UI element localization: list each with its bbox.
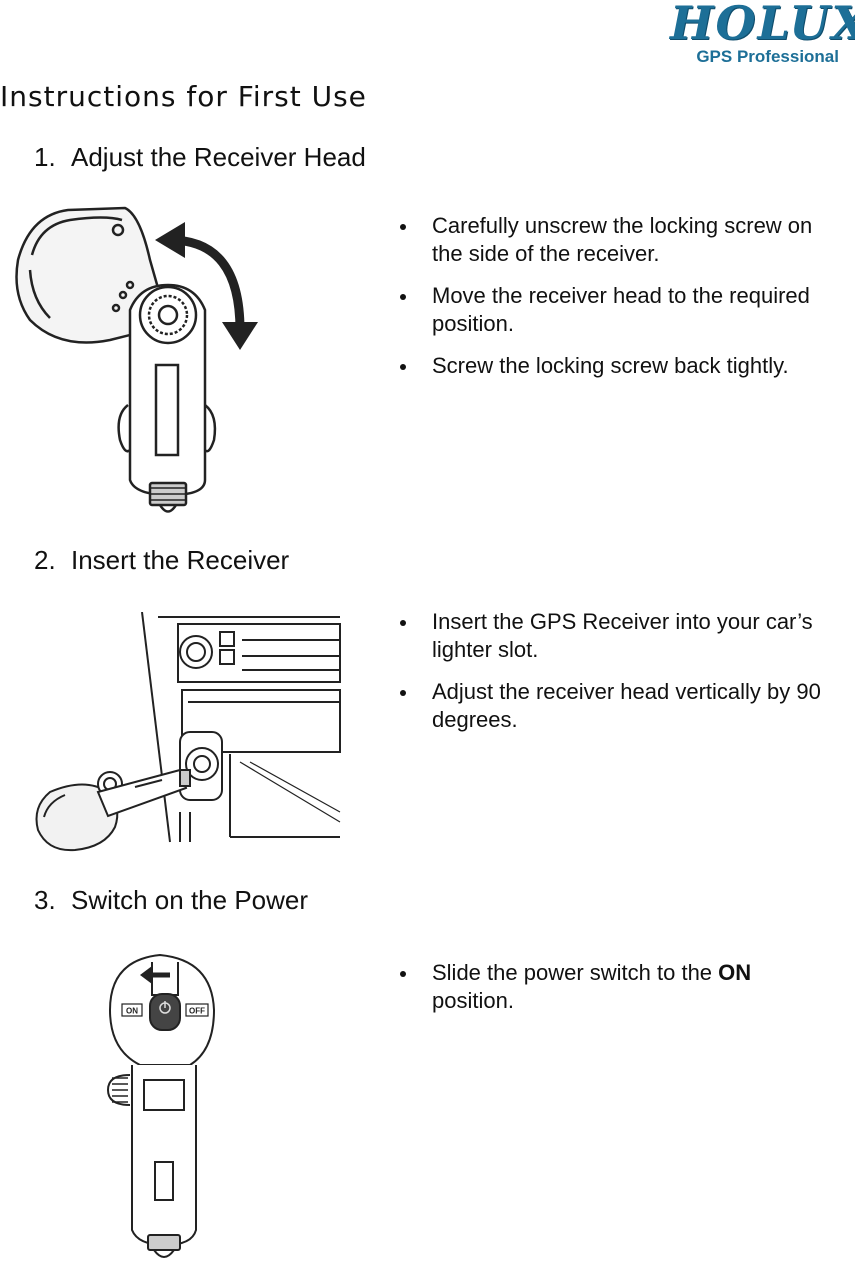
holux-logo: HOLUX GPS Professional <box>670 0 855 70</box>
section-heading-insert: 2. Insert the Receiver <box>34 545 289 576</box>
section-adjust-bullets: Carefully unscrew the locking screw on t… <box>392 212 837 394</box>
page-title: Instructions for First Use <box>0 80 367 113</box>
logo-tagline: GPS Professional <box>696 47 839 66</box>
section-title: Insert the Receiver <box>71 545 290 575</box>
section-number: 2. <box>34 545 56 575</box>
list-item: Screw the locking screw back tightly. <box>392 352 837 380</box>
list-item: Carefully unscrew the locking screw on t… <box>392 212 837 268</box>
bullet-text: position. <box>432 988 514 1013</box>
section-number: 1. <box>34 142 56 172</box>
receiver-head-adjust-illustration <box>15 206 258 513</box>
bullet-text: Slide the power switch to the <box>432 960 719 985</box>
switch-off-label: OFF <box>189 1007 205 1016</box>
section-title: Adjust the Receiver Head <box>71 142 366 172</box>
power-switch-illustration: ON OFF <box>106 953 216 1258</box>
logo-brand: HOLUX <box>670 0 855 50</box>
section-insert-bullets: Insert the GPS Receiver into your car’s … <box>392 608 837 748</box>
on-keyword: ON <box>718 960 752 985</box>
switch-on-label: ON <box>126 1007 138 1016</box>
list-item: Move the receiver head to the required p… <box>392 282 837 338</box>
section-heading-power: 3. Switch on the Power <box>34 885 308 916</box>
list-item: Insert the GPS Receiver into your car’s … <box>392 608 837 664</box>
list-item: Adjust the receiver head vertically by 9… <box>392 678 837 734</box>
list-item: Slide the power switch to the ON positio… <box>392 959 837 1015</box>
section-power-bullets: Slide the power switch to the ON positio… <box>392 959 837 1029</box>
insert-receiver-illustration <box>35 612 341 852</box>
section-heading-adjust: 1. Adjust the Receiver Head <box>34 142 366 173</box>
section-number: 3. <box>34 885 56 915</box>
section-title: Switch on the Power <box>71 885 309 915</box>
